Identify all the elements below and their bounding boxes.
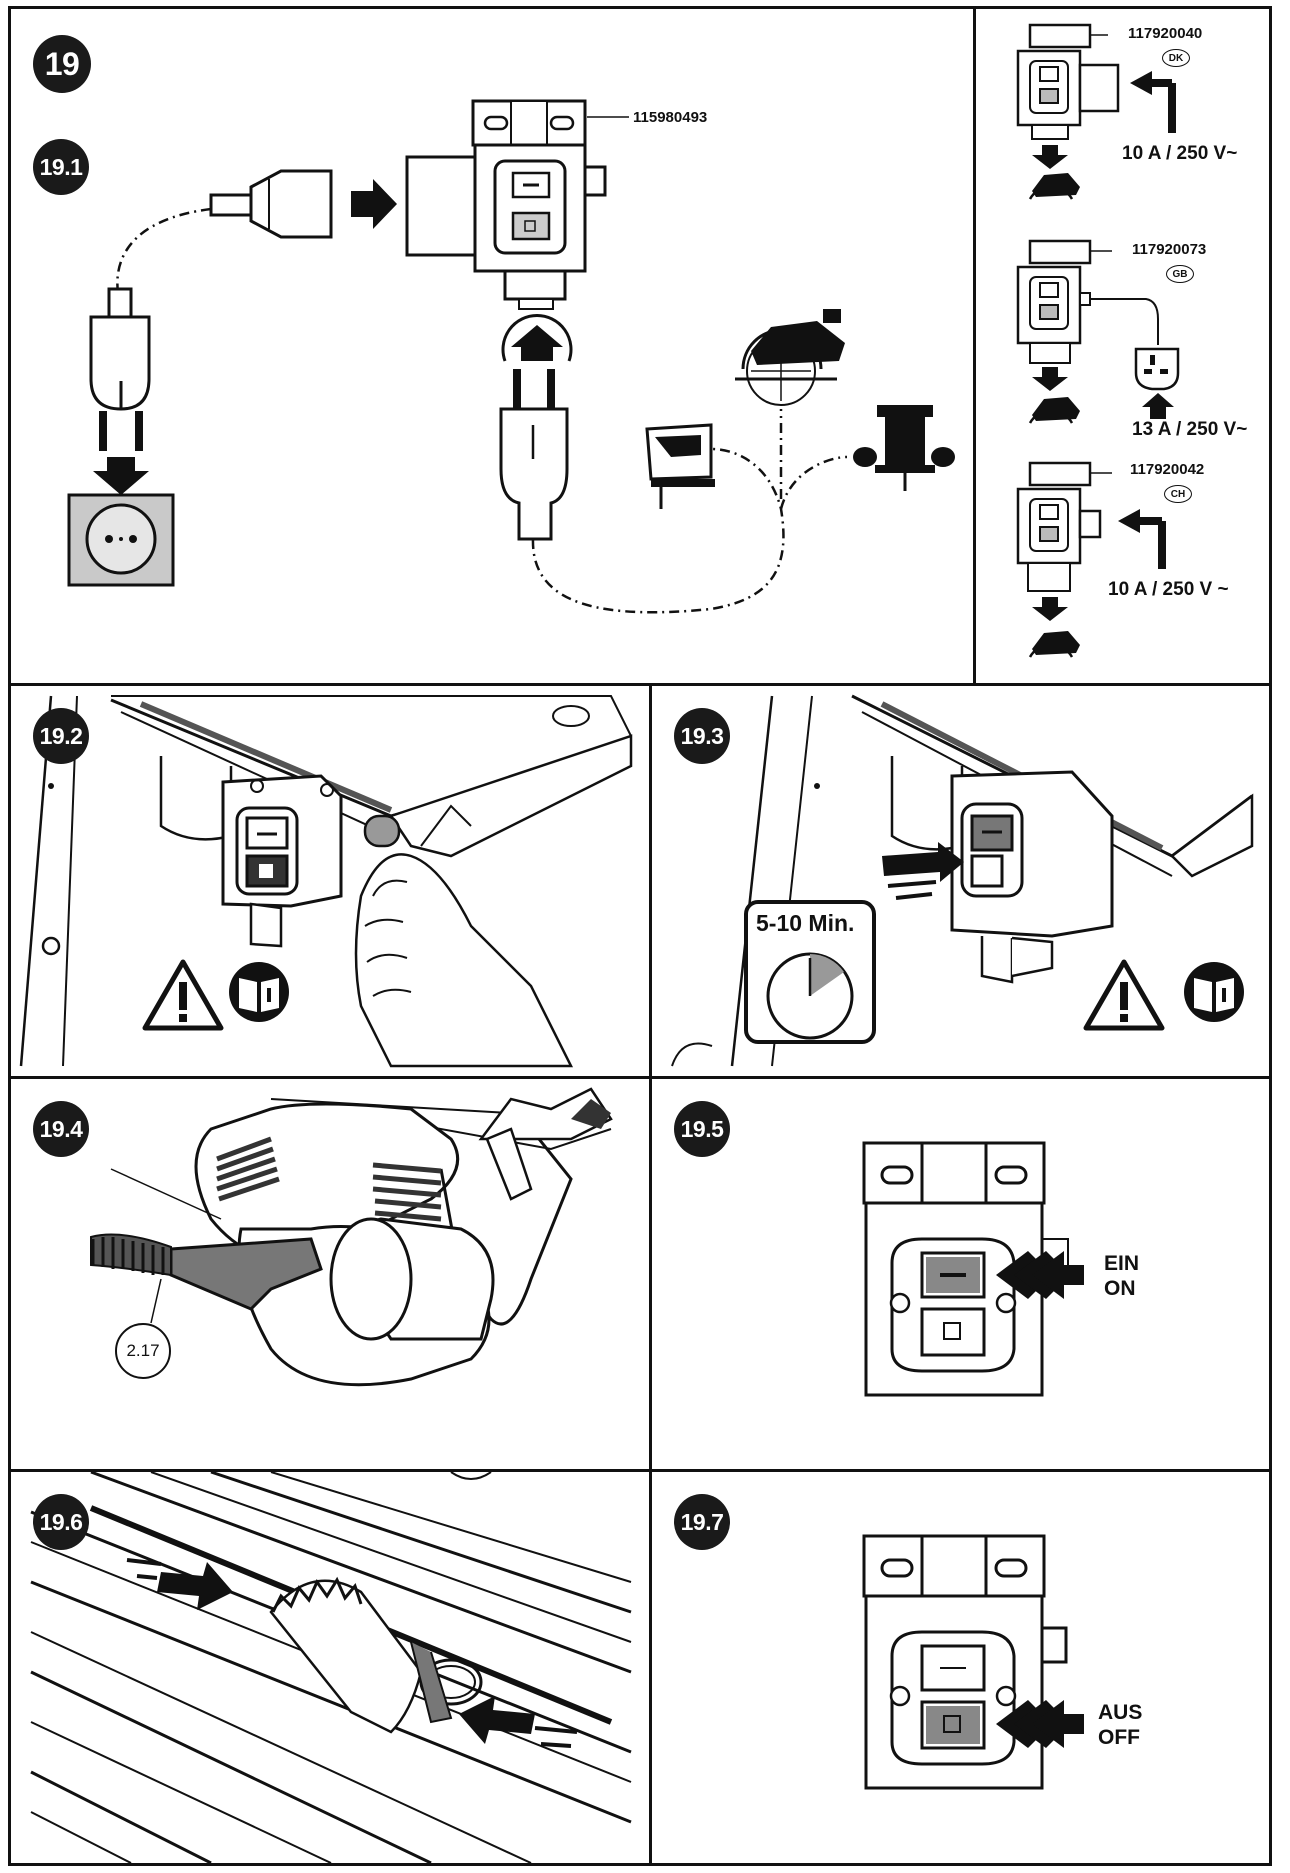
- divider-row3: [11, 1469, 1269, 1472]
- main-part-number: 115980493: [633, 109, 708, 126]
- step-19-4-illustration: [90, 1087, 613, 1387]
- circular-saw-icon: [735, 309, 845, 406]
- step-19-6-illustration: [30, 1472, 632, 1863]
- plug-icon: [499, 369, 569, 541]
- arrow-icon: [351, 179, 397, 229]
- step-19-7-illustration: [862, 1534, 1084, 1790]
- variant-dk-part-number: 117920040: [1128, 25, 1203, 42]
- arrow-icon: [996, 1251, 1084, 1299]
- state-off-en: OFF: [1098, 1726, 1140, 1749]
- adapter-plug-icon: [209, 169, 333, 239]
- warning-triangle-icon: [142, 959, 224, 1031]
- arrow-icon: [459, 1696, 578, 1748]
- state-on-de: EIN: [1104, 1252, 1140, 1275]
- divider-row2: [11, 1076, 1269, 1079]
- variant-boxes: [1016, 23, 1180, 658]
- divider-center: [649, 683, 652, 1863]
- panel-19-6: 19.6: [11, 1472, 649, 1863]
- variant-gb-part-number: 117920073: [1132, 241, 1207, 258]
- power-connection-diagram: [67, 99, 955, 614]
- clock-icon: [744, 900, 876, 1044]
- variant-dk-country-badge: DK: [1162, 49, 1190, 67]
- variant-dk-rating: 10 A / 250 V~: [1122, 143, 1238, 164]
- read-manual-icon: [229, 962, 289, 1022]
- step-19-3-illustration: [671, 694, 1254, 1067]
- panel-19-3: 19.3 5-10 Min.: [652, 686, 1269, 1076]
- step-19-2-illustration: [19, 695, 633, 1068]
- variant-gb-country-badge: GB: [1166, 265, 1194, 283]
- panel-19-1: 19 19.1: [11, 9, 973, 683]
- jigsaw-icon: [645, 423, 715, 509]
- switch-box-dk-icon: [1016, 23, 1176, 200]
- divider-top: [11, 683, 1269, 686]
- read-manual-icon: [1184, 962, 1244, 1022]
- switch-box-icon: [862, 1534, 1068, 1790]
- arrow-icon: [93, 457, 149, 495]
- arrow-icon: [882, 842, 964, 882]
- panel-19-4: 19.4 2.17: [11, 1079, 649, 1469]
- variant-gb-rating: 13 A / 250 V~: [1132, 419, 1248, 440]
- variant-ch-country-badge: CH: [1164, 485, 1192, 503]
- step-19-1-badge: 19.1: [33, 139, 89, 195]
- step-19-7-badge: 19.7: [674, 1494, 730, 1550]
- step-19-6-badge: 19.6: [33, 1494, 89, 1550]
- step-19-2-badge: 19.2: [33, 708, 89, 764]
- panel-19-7: 19.7 AUS OFF: [652, 1472, 1269, 1863]
- instruction-sheet: 19 19.1: [8, 6, 1272, 1866]
- wall-socket-icon: [67, 493, 175, 587]
- switch-box-icon: [405, 99, 607, 362]
- step-19-5-badge: 19.5: [674, 1101, 730, 1157]
- state-off-de: AUS: [1098, 1701, 1143, 1724]
- variant-ch-part-number: 117920042: [1130, 461, 1205, 478]
- variants-column: 117920040 DK 10 A / 250 V~ 117920073 GB …: [976, 9, 1269, 683]
- arrow-icon: [126, 1558, 233, 1610]
- panel-19-2: 19.2: [11, 686, 649, 1076]
- timer-duration: 5-10 Min.: [756, 910, 855, 936]
- panel-19-5: 19.5 EIN ON: [652, 1079, 1269, 1469]
- variant-ch-rating: 10 A / 250 V ~: [1108, 579, 1229, 600]
- step-19-4-badge: 19.4: [33, 1101, 89, 1157]
- step-19-3-badge: 19.3: [674, 708, 730, 764]
- state-on-en: ON: [1104, 1277, 1136, 1300]
- router-icon: [853, 405, 955, 491]
- step-19-5-illustration: [862, 1141, 1084, 1397]
- plug-icon: [89, 287, 151, 451]
- switch-box-icon: [862, 1141, 1069, 1397]
- part-callout: 2.17: [115, 1323, 171, 1379]
- divider-variants: [973, 9, 976, 683]
- switch-box-ch-icon: [1016, 461, 1166, 658]
- warning-triangle-icon: [1083, 959, 1165, 1031]
- switch-box-gb-icon: [1016, 239, 1180, 424]
- figure-number-badge: 19: [33, 35, 91, 93]
- arrow-icon: [996, 1700, 1084, 1748]
